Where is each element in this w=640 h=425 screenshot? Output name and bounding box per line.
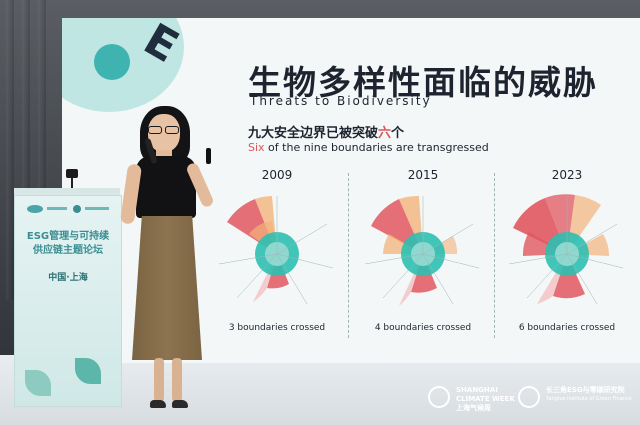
boundary-diagram <box>218 196 334 305</box>
climate-week-text: SHANGHAI CLIMATE WEEK 上海气候周 <box>456 386 515 413</box>
banner-top-bar <box>14 188 120 196</box>
slide-subtitle-en: Six of the nine boundaries are transgres… <box>248 141 489 154</box>
subtitle-cn-part1: 九大安全边界已被突破 <box>248 126 379 141</box>
presentation-clicker <box>206 148 211 164</box>
curtain-fold <box>6 0 14 300</box>
boundary-diagram <box>364 195 480 306</box>
climate-week-line2: CLIMATE WEEK <box>456 395 515 403</box>
event-banner: ESG管理与可持续 供应链主题论坛 中国·上海 <box>14 195 122 407</box>
climate-week-line3: 上海气候周 <box>456 404 491 412</box>
subtitle-cn-highlight: 六 <box>378 126 392 141</box>
shoe <box>172 400 188 408</box>
institute-name-en: Yangtze Institute of Green Finance <box>546 396 632 402</box>
institute-logo-icon <box>518 386 540 408</box>
banner-title: ESG管理与可持续 供应链主题论坛 <box>15 230 121 258</box>
boundary-panel-2023: 2023 6 boundaries crossed <box>502 168 632 338</box>
slide-title-en: Threats to Biodiversity <box>250 94 432 108</box>
climate-week-logo-icon <box>428 386 450 408</box>
slide-decoration-dot <box>94 44 130 80</box>
slide-title-cn: 生物多样性面临的威胁 <box>248 63 598 102</box>
panel-year: 2009 <box>261 168 293 182</box>
banner-title-line2: 供应链主题论坛 <box>33 245 103 256</box>
panel-year: 2023 <box>551 168 583 182</box>
banner-title-line1: ESG管理与可持续 <box>26 231 110 242</box>
subtitle-en-highlight: Six <box>248 141 265 154</box>
panel-year: 2015 <box>407 168 439 182</box>
speaker-person <box>118 100 218 420</box>
banner-logo-strip <box>25 204 111 214</box>
institute-name-cn: 长三角ESG与零碳研究院 <box>546 386 625 394</box>
panel-divider <box>494 173 495 338</box>
boundary-diagram <box>508 194 624 305</box>
boundary-panel-2015: 2015 4 boundaries crossed <box>358 168 488 338</box>
boundary-panel-2009: 2009 3 boundaries crossed <box>212 168 342 338</box>
slide-subtitle-cn: 九大安全边界已被突破六个 <box>248 122 404 141</box>
curtain-fold <box>22 0 30 300</box>
shoe <box>150 400 166 408</box>
leaf-decoration <box>25 370 51 396</box>
leaf-decoration <box>75 358 101 384</box>
panel-divider <box>348 173 349 338</box>
subtitle-en-rest: of the nine boundaries are transgressed <box>264 141 489 154</box>
speaker-legs <box>152 358 184 402</box>
banner-location: 中国·上海 <box>48 273 88 283</box>
panel-caption: 4 boundaries crossed <box>374 323 472 333</box>
subtitle-cn-part2: 个 <box>391 126 405 141</box>
panel-caption: 6 boundaries crossed <box>518 323 616 333</box>
footer-logo-climate-week: SHANGHAI CLIMATE WEEK 上海气候周 <box>428 386 518 412</box>
curtain-fold <box>38 0 46 300</box>
panel-caption: 3 boundaries crossed <box>228 323 326 333</box>
institute-text: 长三角ESG与零碳研究院 Yangtze Institute of Green … <box>546 386 632 404</box>
footer-logo-institute: 长三角ESG与零碳研究院 Yangtze Institute of Green … <box>518 386 636 412</box>
presentation-slide: E 生物多样性面临的威胁 Threats to Biodiversity 九大安… <box>62 18 640 363</box>
glasses-icon <box>147 126 181 134</box>
speaker-skirt <box>132 216 202 360</box>
speaker-top <box>136 156 196 218</box>
climate-week-line1: SHANGHAI <box>456 386 498 394</box>
